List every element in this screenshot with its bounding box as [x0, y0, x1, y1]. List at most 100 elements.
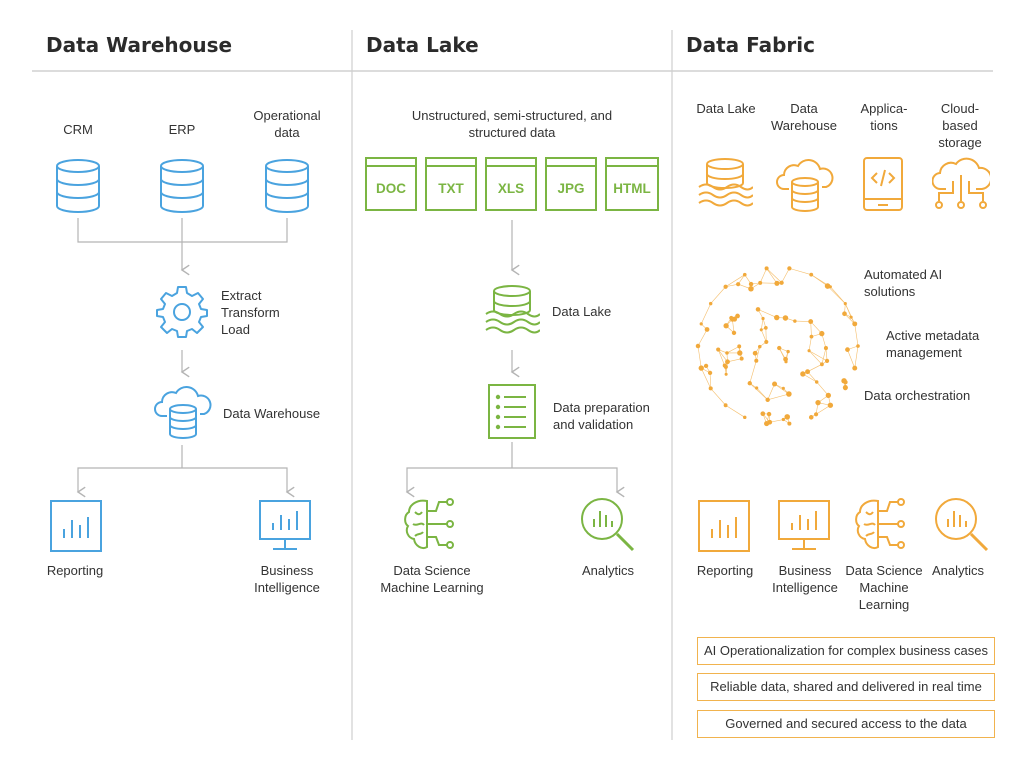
network-node — [760, 411, 766, 417]
warehouse-title: Data Warehouse — [46, 33, 233, 57]
network-node — [825, 392, 831, 399]
file-type-boxes — [365, 157, 659, 211]
network-node — [707, 370, 713, 376]
network-link — [854, 345, 859, 369]
network-node — [754, 358, 759, 363]
network-node — [723, 284, 728, 289]
network-node — [703, 363, 709, 369]
network-node — [852, 365, 858, 371]
network-link — [757, 309, 777, 318]
cloud-database-icon — [154, 386, 212, 439]
network-link — [700, 367, 711, 389]
network-node — [781, 386, 785, 390]
network-node — [737, 350, 743, 356]
network-globe-icon — [695, 266, 860, 427]
fabric-source-label-apps: Applica-tions — [860, 101, 908, 133]
network-node — [845, 347, 850, 352]
network-link — [709, 372, 711, 389]
network-node — [759, 328, 763, 332]
checklist-icon — [488, 384, 536, 439]
network-link — [717, 349, 725, 366]
gear-icon — [156, 286, 208, 338]
network-link — [749, 360, 757, 384]
network-node — [736, 282, 741, 287]
benefit-ai-operationalization: AI Operationalization for complex busine… — [697, 637, 995, 665]
network-node — [698, 365, 704, 371]
network-node — [843, 386, 848, 391]
network-node — [823, 346, 828, 351]
network-node — [782, 315, 789, 321]
network-link — [789, 268, 812, 275]
network-node — [761, 316, 765, 321]
network-node — [755, 386, 759, 390]
network-node — [748, 286, 754, 292]
network-link — [808, 350, 823, 365]
network-link — [810, 321, 823, 334]
network-node — [735, 313, 740, 319]
network-node — [809, 334, 814, 339]
capability-data-orchestration: Data orchestration — [864, 388, 971, 403]
network-node — [758, 344, 762, 349]
network-node — [828, 285, 832, 289]
monitor-chart-icon — [778, 500, 830, 550]
network-link — [760, 318, 764, 330]
brain-circuit-icon — [855, 498, 905, 549]
network-node — [766, 411, 772, 417]
network-node — [758, 280, 763, 285]
network-link — [774, 383, 790, 395]
file-type-html: HTML — [613, 181, 651, 196]
network-link — [697, 329, 708, 347]
fabric-output-label-analytics: Analytics — [931, 563, 985, 578]
network-link — [766, 268, 782, 283]
network-link — [781, 268, 790, 283]
network-link — [700, 303, 711, 325]
network-node — [786, 349, 790, 354]
database-icon — [56, 159, 100, 213]
bar-chart-icon — [698, 500, 750, 552]
network-node — [777, 345, 782, 351]
network-node — [764, 266, 769, 271]
network-link — [727, 358, 742, 363]
network-node — [772, 381, 778, 387]
network-link — [821, 347, 827, 365]
network-node — [843, 302, 847, 306]
network-node — [699, 322, 703, 326]
network-node — [765, 397, 770, 403]
network-link — [726, 346, 740, 354]
network-link — [815, 404, 831, 415]
network-node — [724, 372, 728, 376]
file-type-jpg: JPG — [557, 181, 585, 196]
output-label-reporting: Reporting — [46, 563, 104, 578]
network-node — [708, 386, 713, 391]
network-node — [852, 321, 858, 327]
network-node — [787, 266, 792, 271]
network-node — [739, 356, 744, 361]
benefit-reliable-data: Reliable data, shared and delivered in r… — [697, 673, 995, 701]
network-node — [731, 330, 737, 336]
network-link — [725, 404, 745, 418]
network-link — [807, 364, 823, 372]
network-node — [849, 315, 853, 319]
database-icon — [265, 159, 309, 213]
network-link — [697, 345, 702, 369]
network-link — [816, 381, 829, 396]
network-link — [756, 387, 768, 401]
network-node — [824, 358, 830, 363]
file-type-xls: XLS — [497, 181, 525, 196]
fabric-source-label-lake: Data Lake — [696, 101, 756, 116]
network-node — [784, 414, 791, 420]
network-node — [704, 327, 710, 332]
network-link — [810, 321, 812, 337]
code-tablet-icon — [863, 157, 903, 211]
bar-chart-icon — [50, 500, 102, 552]
network-node — [737, 344, 742, 349]
magnifier-chart-icon — [935, 498, 989, 552]
fabric-title: Data Fabric — [686, 33, 815, 57]
network-node — [725, 351, 729, 355]
